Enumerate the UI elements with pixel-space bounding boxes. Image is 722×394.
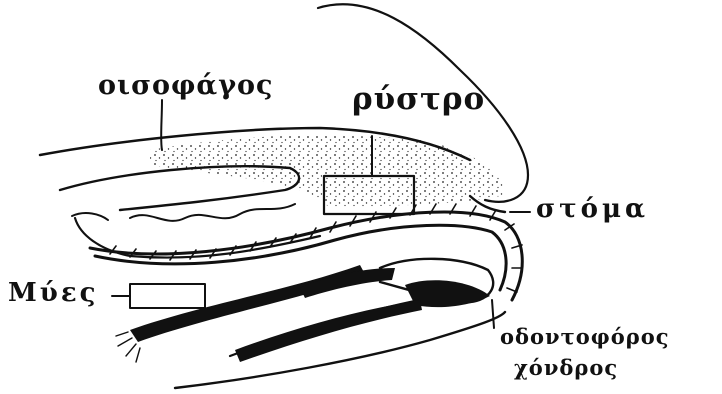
label-chondros: χόνδρος xyxy=(514,357,618,378)
muscle-band-3 xyxy=(235,300,422,362)
leader-odontoforos xyxy=(492,300,494,328)
label-oisofagos: οισοφάγος xyxy=(98,72,273,99)
label-myes: Μύες xyxy=(8,280,98,306)
pouch-tip xyxy=(72,213,108,220)
muscle-box xyxy=(130,284,205,308)
label-rystro: ρύστρο xyxy=(352,84,485,115)
esophagus-region xyxy=(150,135,505,208)
radula-teeth xyxy=(110,204,522,292)
label-stoma: στόμα xyxy=(536,196,649,222)
label-odontoforos: οδοντοφόρος xyxy=(500,326,670,347)
leader-oisofagos xyxy=(161,100,162,150)
